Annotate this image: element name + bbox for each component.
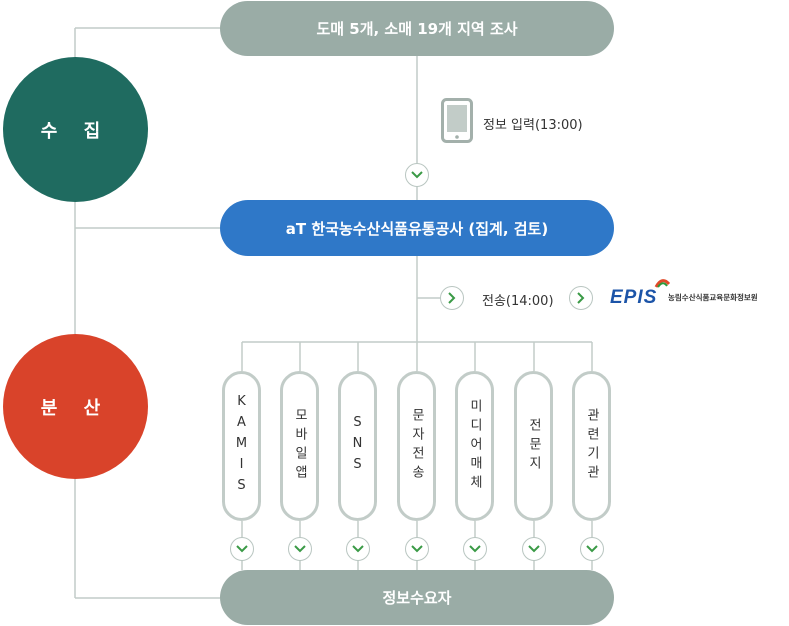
collect-circle-label: 수 집 [40,120,111,142]
distribute-circle: 분 산 [3,334,148,479]
channel-kamis: KAMIS [222,371,261,521]
info-consumers-pill-label: 정보수요자 [382,589,452,607]
at-agency-pill: aT 한국농수산식품유통공사 (집계, 검토) [220,200,614,256]
channel-label: 문자전송 [409,408,424,484]
epis-logo-mark-icon [654,279,670,288]
chevron-down-icon [463,537,487,561]
chevron-down-icon [522,537,546,561]
channel-mobile-app: 모바일앱 [280,371,319,521]
chevron-down-icon [230,537,254,561]
distribute-circle-label: 분 산 [40,397,111,419]
chevron-down-icon [405,163,429,187]
channel-label: 모바일앱 [292,408,307,484]
channel-label: 전문지 [526,417,541,475]
survey-pill: 도매 5개, 소매 19개 지역 조사 [220,1,614,56]
epis-org-name: 농림수산식품교육문화정보원 [668,293,758,302]
channel-label: SNS [350,414,365,478]
epis-logo: EPIS 농림수산식품교육문화정보원 [610,278,786,308]
chevron-right-icon [569,286,593,310]
channel-related-agencies: 관련기관 [572,371,611,521]
channel-label: 미디어매체 [467,398,482,494]
channel-label: KAMIS [234,393,249,499]
tablet-icon [441,98,473,143]
phone-input-label: 정보 입력(13:00) [483,118,583,133]
chevron-right-icon [440,286,464,310]
survey-pill-label: 도매 5개, 소매 19개 지역 조사 [316,20,518,38]
channel-sms: 문자전송 [397,371,436,521]
transfer-label: 전송(14:00) [482,294,554,309]
chevron-down-icon [346,537,370,561]
channel-media: 미디어매체 [455,371,494,521]
at-agency-pill-label: aT 한국농수산식품유통공사 (집계, 검토) [285,219,549,238]
channel-label: 관련기관 [584,408,599,484]
collect-circle: 수 집 [3,57,148,202]
chevron-down-icon [288,537,312,561]
channel-trade-press: 전문지 [514,371,553,521]
chevron-down-icon [405,537,429,561]
channel-sns: SNS [338,371,377,521]
chevron-down-icon [580,537,604,561]
info-consumers-pill: 정보수요자 [220,570,614,625]
epis-logo-text: EPIS [610,287,658,308]
